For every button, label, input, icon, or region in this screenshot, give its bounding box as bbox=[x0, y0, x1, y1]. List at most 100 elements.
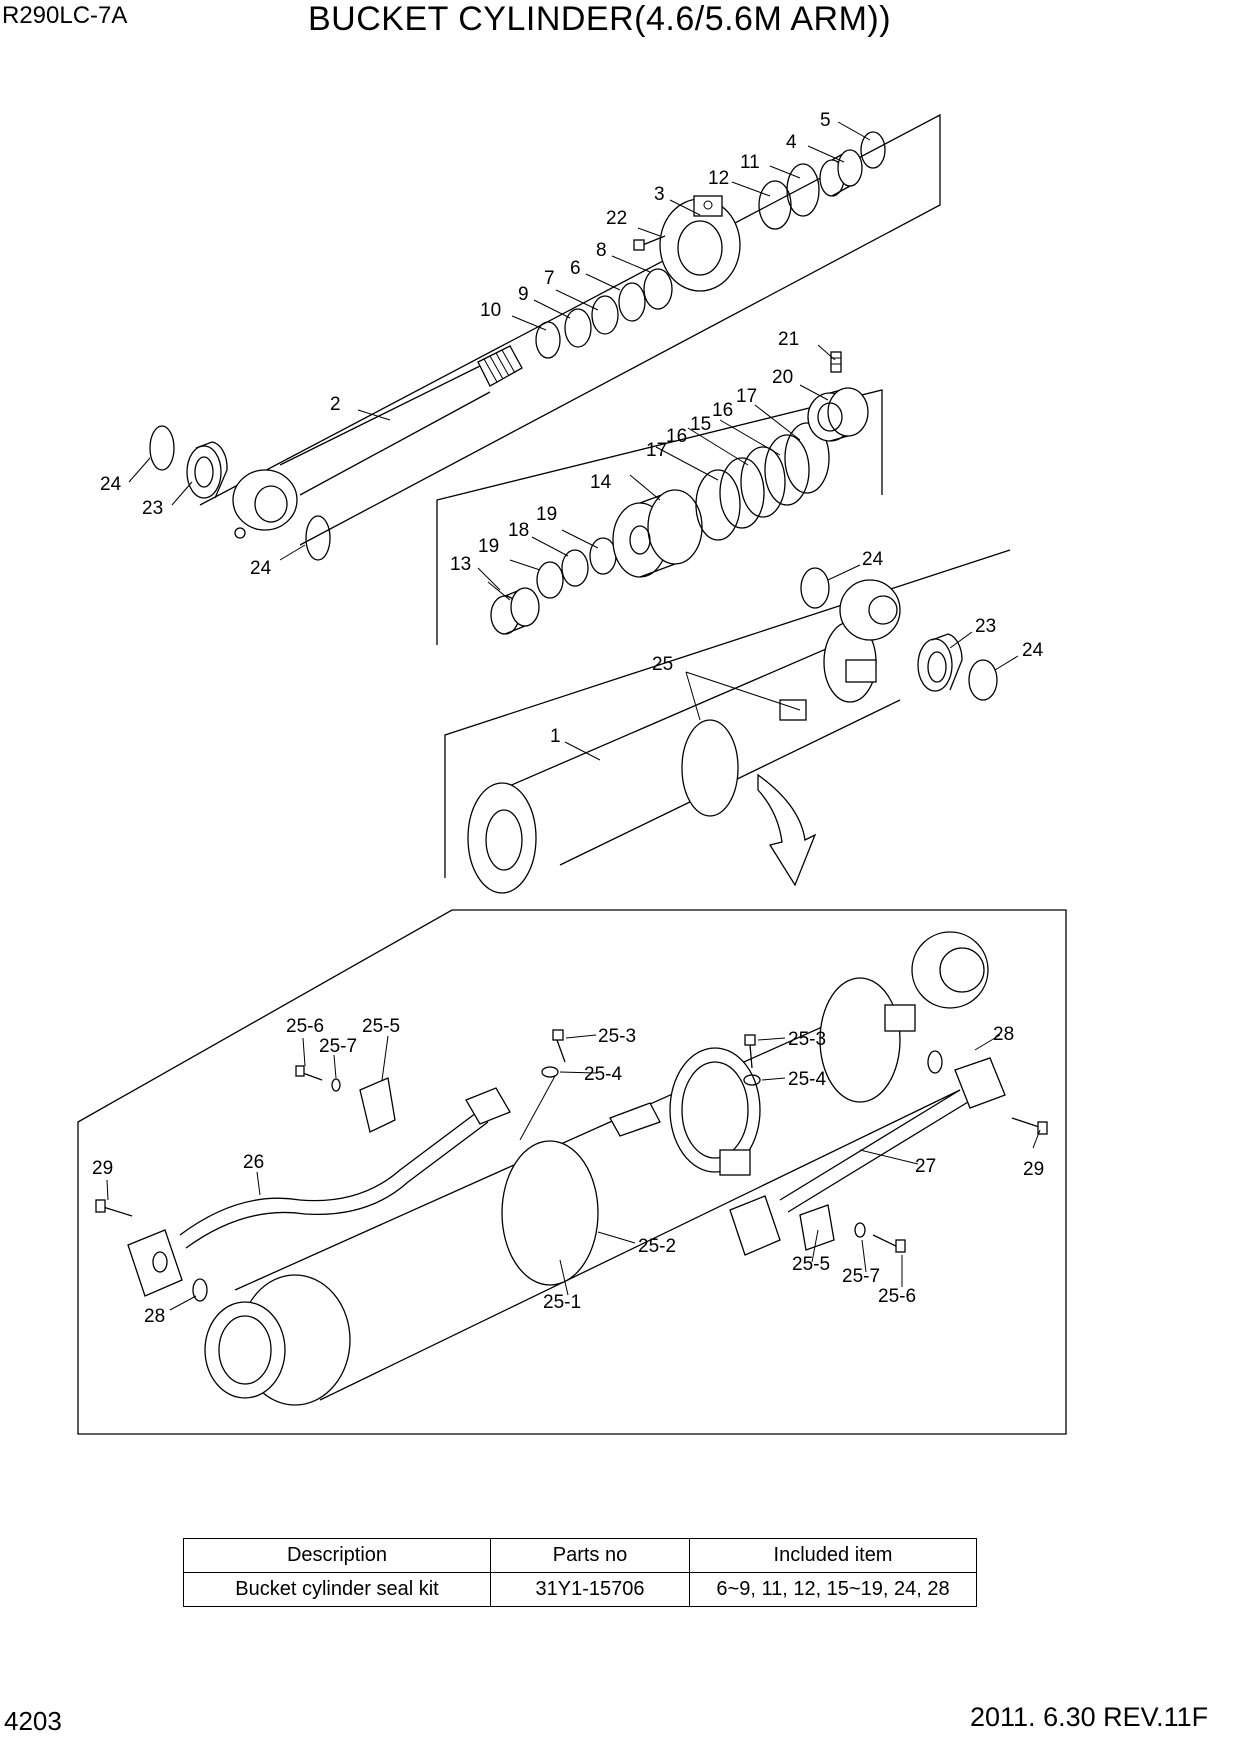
callout-29: 29 bbox=[1023, 1159, 1044, 1180]
dust-ring-part bbox=[764, 434, 810, 506]
callout-3: 3 bbox=[654, 184, 665, 205]
callout-24: 24 bbox=[100, 474, 122, 495]
bolt-part bbox=[633, 235, 666, 251]
o-ring-part bbox=[786, 163, 820, 217]
pipe-assy-bottom-part bbox=[127, 1087, 511, 1297]
tube-assembly-panel bbox=[444, 549, 1011, 894]
callout-25-3: 25-3 bbox=[788, 1029, 826, 1050]
callout-25-7: 25-7 bbox=[319, 1036, 357, 1057]
o-ring-part bbox=[192, 1278, 208, 1302]
clip-part bbox=[359, 1077, 396, 1133]
leader-lines bbox=[106, 121, 1041, 1311]
callout-25-4: 25-4 bbox=[584, 1064, 622, 1085]
dust-ring-part bbox=[800, 567, 830, 609]
callout-24: 24 bbox=[250, 558, 272, 579]
slide-ring-part bbox=[784, 422, 830, 494]
callout-14: 14 bbox=[590, 472, 612, 493]
callout-29: 29 bbox=[92, 1158, 113, 1179]
callout-7: 7 bbox=[544, 268, 555, 289]
callout-23: 23 bbox=[142, 498, 163, 519]
back-up-ring-part bbox=[758, 180, 792, 230]
pin-bushing-part bbox=[186, 441, 228, 499]
washer-part bbox=[743, 1074, 761, 1086]
callout-23: 23 bbox=[975, 616, 996, 637]
washer-part bbox=[541, 1066, 559, 1078]
piston-group-panel bbox=[436, 351, 883, 645]
column-header: Description bbox=[183, 1538, 491, 1573]
callout-25-5: 25-5 bbox=[362, 1016, 400, 1037]
callout-9: 9 bbox=[518, 284, 529, 305]
callout-6: 6 bbox=[570, 258, 581, 279]
rod-cover-part bbox=[659, 195, 741, 292]
callout-16: 16 bbox=[666, 426, 687, 447]
callout-25-2: 25-2 bbox=[638, 1236, 676, 1257]
callout-15: 15 bbox=[690, 414, 711, 435]
piston-nut-part bbox=[807, 387, 869, 442]
callout-25-3: 25-3 bbox=[598, 1026, 636, 1047]
wear-ring-part bbox=[589, 537, 617, 575]
o-ring-part bbox=[927, 1050, 943, 1074]
tube-assy-part bbox=[467, 579, 901, 894]
callout-25: 25 bbox=[652, 654, 673, 675]
callout-24: 24 bbox=[1022, 640, 1044, 661]
dust-wiper-part bbox=[643, 268, 673, 310]
dust-ring-part bbox=[305, 515, 331, 561]
callout-19: 19 bbox=[478, 536, 499, 557]
callout-4: 4 bbox=[786, 132, 797, 153]
callout-24: 24 bbox=[862, 549, 884, 570]
dust-ring-part bbox=[149, 425, 175, 471]
band-clamp-part bbox=[609, 1047, 761, 1176]
callout-18: 18 bbox=[508, 520, 529, 541]
callout-28: 28 bbox=[144, 1306, 165, 1327]
callout-22: 22 bbox=[606, 208, 627, 229]
callout-20: 20 bbox=[772, 367, 793, 388]
table-cell: Bucket cylinder seal kit bbox=[183, 1572, 491, 1607]
callout-13: 13 bbox=[450, 554, 471, 575]
column-header: Included item bbox=[689, 1538, 977, 1573]
table-header-row: Description Parts no Included item bbox=[183, 1538, 977, 1573]
callout-26: 26 bbox=[243, 1152, 264, 1173]
callout-5: 5 bbox=[820, 110, 831, 131]
callout-17: 17 bbox=[736, 386, 757, 407]
column-header: Parts no bbox=[490, 1538, 690, 1573]
callout-21: 21 bbox=[778, 329, 799, 350]
hex-bolt-part bbox=[95, 1199, 133, 1217]
arrow-down-icon bbox=[757, 773, 817, 887]
piston-seal-part bbox=[740, 446, 786, 518]
callout-25-5: 25-5 bbox=[792, 1254, 830, 1275]
callout-1: 1 bbox=[550, 726, 561, 747]
rod-group-panel bbox=[149, 113, 941, 561]
callout-2: 2 bbox=[330, 394, 341, 415]
callout-19: 19 bbox=[536, 504, 557, 525]
pin-bushing-part bbox=[917, 633, 963, 692]
washer-part bbox=[331, 1078, 341, 1092]
slide-ring-part bbox=[719, 457, 765, 529]
bolt-part bbox=[872, 1234, 906, 1253]
seal-kit-table: Description Parts no Included item Bucke… bbox=[183, 1538, 977, 1607]
callout-25-6: 25-6 bbox=[286, 1016, 324, 1037]
callout-11: 11 bbox=[740, 152, 760, 173]
callout-25-7: 25-7 bbox=[842, 1266, 880, 1287]
callout-16: 16 bbox=[712, 400, 733, 421]
bolt-part bbox=[295, 1065, 323, 1081]
piping-detail-panel bbox=[77, 909, 1067, 1435]
callout-12: 12 bbox=[708, 168, 729, 189]
tube-assy-enlarged-part bbox=[204, 931, 989, 1406]
callout-17: 17 bbox=[646, 440, 667, 461]
callout-27: 27 bbox=[915, 1156, 936, 1177]
o-ring-part bbox=[561, 549, 589, 587]
back-up-ring-part bbox=[564, 308, 592, 348]
buffer-ring-part bbox=[618, 282, 646, 322]
callout-28: 28 bbox=[993, 1024, 1014, 1045]
table-cell: 31Y1-15706 bbox=[490, 1572, 690, 1607]
callout-25-4: 25-4 bbox=[788, 1069, 826, 1090]
callout-labels: 5 4 11 12 3 22 8 6 7 9 10 2 24 23 24 21 … bbox=[92, 110, 1044, 1327]
set-screw-part bbox=[830, 351, 842, 373]
bolt-part bbox=[552, 1029, 566, 1063]
revision-date: 2011. 6.30 REV.11F bbox=[970, 1702, 1209, 1732]
snap-ring-part bbox=[860, 131, 886, 169]
washer-part bbox=[854, 1222, 866, 1238]
table-row: Bucket cylinder seal kit 31Y1-15706 6~9,… bbox=[183, 1572, 977, 1607]
cushion-ring-part bbox=[490, 587, 540, 635]
